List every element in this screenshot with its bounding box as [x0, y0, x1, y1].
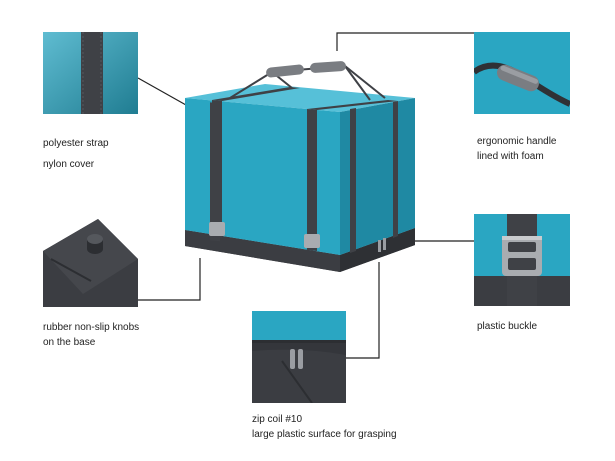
cooler-bag-illustration	[160, 50, 430, 280]
zip-label: zip coil #10 large plastic surface for g…	[252, 412, 397, 442]
strap-thumbnail	[43, 32, 138, 114]
knobs-label-line1: rubber non-slip knobs	[43, 322, 140, 333]
knobs-label: rubber non-slip knobs on the base	[43, 320, 139, 350]
zip-label-line2: large plastic surface for grasping	[252, 429, 397, 440]
knobs-label-line2: on the base	[43, 337, 96, 348]
handle-thumbnail	[474, 32, 570, 114]
zip-label-line1: zip coil #10	[252, 414, 303, 425]
handle-label-line1: ergonomic handle	[477, 136, 557, 147]
buckle-label: plastic buckle	[477, 319, 537, 334]
knob-thumbnail	[43, 219, 138, 307]
buckle-label-line1: plastic buckle	[477, 321, 538, 332]
strap-label-line2: nylon cover	[43, 159, 95, 170]
handle-callout-line	[336, 32, 474, 51]
buckle-thumbnail	[474, 214, 570, 306]
strap-label: polyester strap nylon cover	[43, 136, 109, 172]
handle-label-line2: lined with foam	[477, 151, 544, 162]
strap-label-line1: polyester strap	[43, 138, 109, 149]
zipper-thumbnail	[252, 311, 346, 403]
handle-label: ergonomic handle lined with foam	[477, 134, 557, 164]
